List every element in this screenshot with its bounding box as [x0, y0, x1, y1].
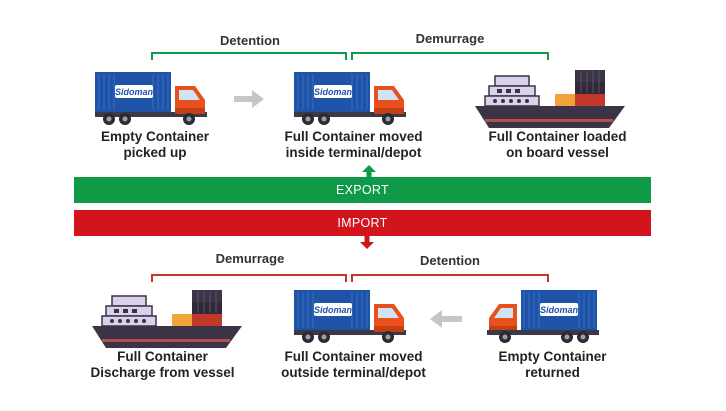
- import-detention-label: Detention: [420, 253, 480, 268]
- import-demurrage-label: Demurrage: [215, 251, 285, 266]
- step-caption-full-moved-inside: Full Container moved inside terminal/dep…: [284, 129, 423, 160]
- arrow-left-icon: [430, 310, 462, 328]
- truck-icon: Sidoman: [293, 289, 407, 344]
- arrow-up-icon: [362, 165, 376, 178]
- logo-text: Sidoman: [314, 305, 353, 315]
- logo-text: Sidoman: [314, 87, 353, 97]
- step-caption-loaded-on-board: Full Container loaded on board vessel: [488, 129, 627, 160]
- export-demurrage-label: Demurrage: [415, 31, 485, 46]
- ship-icon: [91, 289, 243, 349]
- step-caption-empty-returned: Empty Container returned: [498, 349, 607, 380]
- truck-icon: Sidoman: [94, 71, 208, 126]
- export-detention-label: Detention: [220, 33, 280, 48]
- arrow-right-icon: [234, 90, 264, 108]
- truck-icon: Sidoman: [293, 71, 407, 126]
- import-band: IMPORT: [74, 210, 651, 236]
- step-caption-empty-picked-up: Empty Container picked up: [100, 129, 209, 160]
- step-caption-discharge-from-vessel: Full Container Discharge from vessel: [90, 349, 235, 380]
- arrow-down-icon: [360, 236, 374, 249]
- step-caption-full-moved-outside: Full Container moved outside terminal/de…: [281, 349, 426, 380]
- logo-text: Sidoman: [540, 305, 579, 315]
- logo-text: Sidoman: [115, 87, 154, 97]
- truck-icon: Sidoman: [486, 289, 600, 344]
- export-band: EXPORT: [74, 177, 651, 203]
